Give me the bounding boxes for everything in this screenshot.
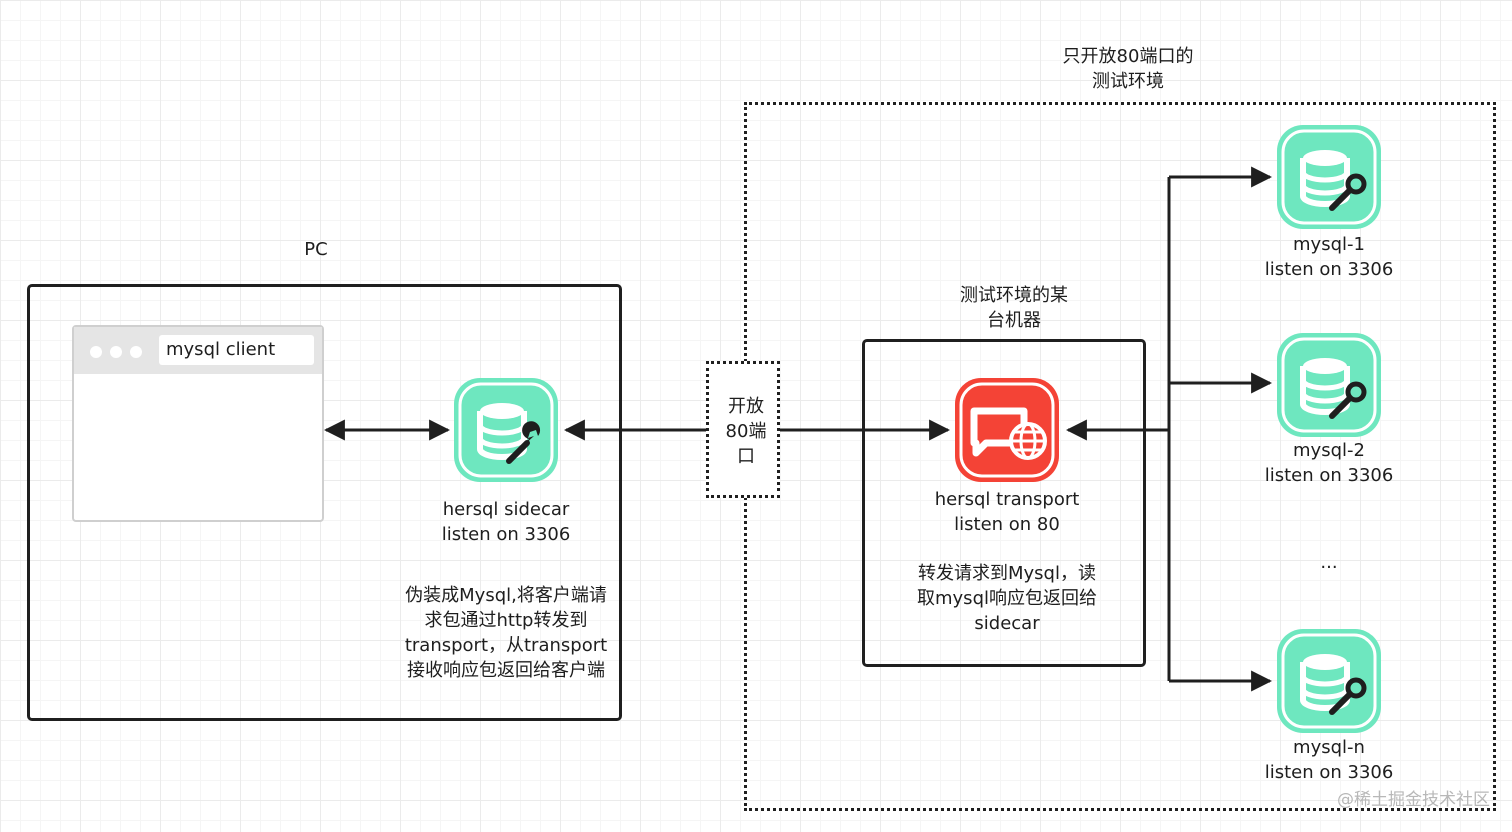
mysql-node-name: mysql-2 <box>1293 440 1365 461</box>
transport-listen: listen on 80 <box>954 514 1060 535</box>
watermark: @稀土掘金技术社区 <box>1337 790 1490 810</box>
test-env-label-line: 只开放80端口的 <box>1062 46 1194 67</box>
mysql-node-listen: listen on 3306 <box>1264 465 1394 486</box>
machine-container <box>862 339 1146 667</box>
transport-desc-line: sidecar <box>974 613 1040 634</box>
machine-label: 测试环境的某 台机器 <box>914 283 1114 333</box>
transport-desc-line: 转发请求到Mysql，读 <box>918 563 1096 584</box>
monitor-globe-icon <box>955 378 1059 482</box>
database-wrench-icon <box>1277 125 1381 229</box>
database-wrench-icon <box>1277 333 1381 437</box>
window-dot-icon <box>90 346 102 358</box>
window-title: mysql client <box>159 335 314 365</box>
mysql-node-listen: listen on 3306 <box>1264 259 1394 280</box>
test-env-label-line: 测试环境 <box>1092 71 1164 92</box>
port-80-label: 开放 80端 口 <box>709 394 783 469</box>
port-label-line: 口 <box>737 446 755 467</box>
pc-container <box>27 284 622 721</box>
window-dot-icon <box>130 346 142 358</box>
mysql-node-name: mysql-1 <box>1293 234 1365 255</box>
sidecar-name: hersql sidecar <box>442 499 570 520</box>
sidecar-listen: listen on 3306 <box>441 524 571 545</box>
machine-label-line: 测试环境的某 <box>960 285 1068 306</box>
transport-description: 转发请求到Mysql，读 取mysql响应包返回给 sidecar <box>887 561 1127 636</box>
database-wrench-icon <box>454 378 558 482</box>
sidecar-description: 伪装成Mysql,将客户端请 求包通过http转发到 transport，从tr… <box>386 583 626 683</box>
window-titlebar: mysql client <box>74 327 322 374</box>
ellipsis-label: ... <box>1320 552 1338 573</box>
transport-desc-line: 取mysql响应包返回给 <box>917 588 1097 609</box>
test-env-label: 只开放80端口的 测试环境 <box>1028 44 1228 94</box>
port-label-line: 开放 <box>728 396 764 417</box>
mysql-node-listen: listen on 3306 <box>1264 762 1394 783</box>
window-dot-icon <box>110 346 122 358</box>
sidecar-desc-line: transport，从transport <box>404 635 608 656</box>
machine-label-line: 台机器 <box>987 310 1041 331</box>
sidecar-desc-line: 伪装成Mysql,将客户端请 <box>405 585 607 606</box>
pc-label: PC <box>304 239 328 260</box>
sidecar-desc-line: 求包通过http转发到 <box>424 610 588 631</box>
port-label-line: 80端 <box>725 421 767 442</box>
port-80-gateway: 开放 80端 口 <box>706 361 780 498</box>
sidecar-desc-line: 接收响应包返回给客户端 <box>407 660 605 681</box>
transport-name: hersql transport <box>934 489 1080 510</box>
mysql-client-window: mysql client <box>72 325 324 522</box>
database-wrench-icon <box>1277 629 1381 733</box>
mysql-node-name: mysql-n <box>1293 737 1365 758</box>
